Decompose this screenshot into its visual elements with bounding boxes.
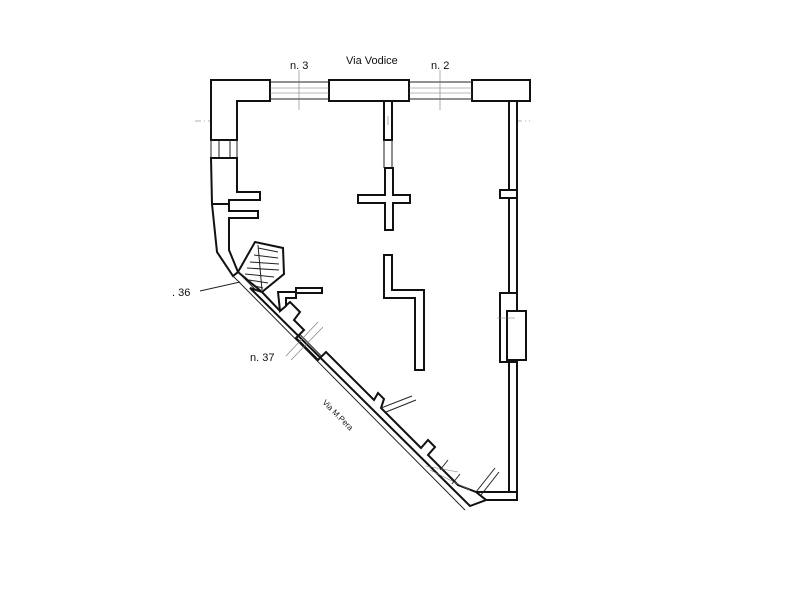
right-wall (473, 100, 527, 501)
stair (236, 240, 286, 294)
cross-pillar (357, 167, 411, 231)
diagonal-wall (232, 271, 488, 511)
label-n3: n. 3 (290, 60, 308, 72)
left-wall (209, 140, 261, 278)
street-label-diagonal: Via M.Pera (321, 398, 356, 433)
street-label-top: Via Vodice (346, 55, 398, 67)
center-l-wall (383, 254, 425, 371)
label-n37: n. 37 (250, 352, 274, 364)
leader-36 (199, 281, 241, 292)
window-top-right (409, 70, 472, 110)
label-n2: n. 2 (431, 60, 449, 72)
window-top-left (270, 70, 329, 110)
label-n36: . 36 (172, 287, 190, 299)
middle-partition (383, 100, 393, 168)
top-wall (210, 79, 531, 141)
